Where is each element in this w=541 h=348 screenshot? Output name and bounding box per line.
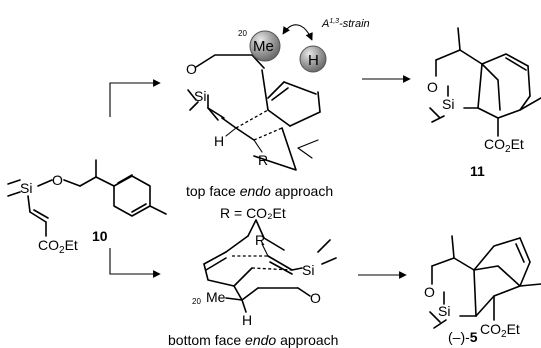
h-atom-bottom: H [242,312,252,328]
o-atom-11: O [427,79,438,95]
arrow-to-bottom-approach [109,248,161,278]
si-atom-bottom: Si [302,262,314,278]
compound-11-structure [429,27,541,137]
o-atom-bottom: O [310,290,321,306]
compound-10-label: 10 [92,228,108,244]
arrow-to-top-approach [109,79,161,117]
top-approach-caption: top face endo approach [186,183,333,199]
strain-arrow [282,24,313,41]
h-ball-label: H [308,52,319,69]
o-atom-10: O [52,172,63,188]
methyl-ball [249,30,281,62]
si-atom-top: Si [194,88,206,104]
me-label-top: Me [253,38,274,55]
compound-10-structure [7,159,167,237]
si-methyls-top [187,89,199,111]
me-label-bottom: Me [206,289,226,305]
bottom-approach-caption: bottom face endo approach [168,332,338,348]
si-atom-5: Si [438,303,450,319]
top-transition-state [195,54,321,171]
ester-label-10: CO2Et [38,237,78,256]
r-atom-bottom: R [255,232,265,248]
compound-11-label: 11 [470,163,485,179]
ester-label-5: CO2Et [480,321,520,340]
r-atom-top: R [258,152,268,168]
ester-label-11: CO2Et [484,136,524,155]
strain-label: A1,3-strain [321,18,370,30]
compound-5-structure [429,235,541,329]
bottom-transition-state [203,219,337,313]
hydrogen-ball [299,45,327,73]
compound-5-label: (–)-5 [448,329,478,345]
position-20-bottom: 20 [192,297,201,306]
position-20-top: 20 [238,29,247,38]
o-atom-top: O [186,61,197,77]
si-atom-11: Si [442,96,454,112]
r-definition: R = CO₂Et [220,205,286,221]
h-atom-top: H [214,133,224,149]
o-atom-5: O [424,284,435,300]
si-atom-10: Si [20,180,32,196]
